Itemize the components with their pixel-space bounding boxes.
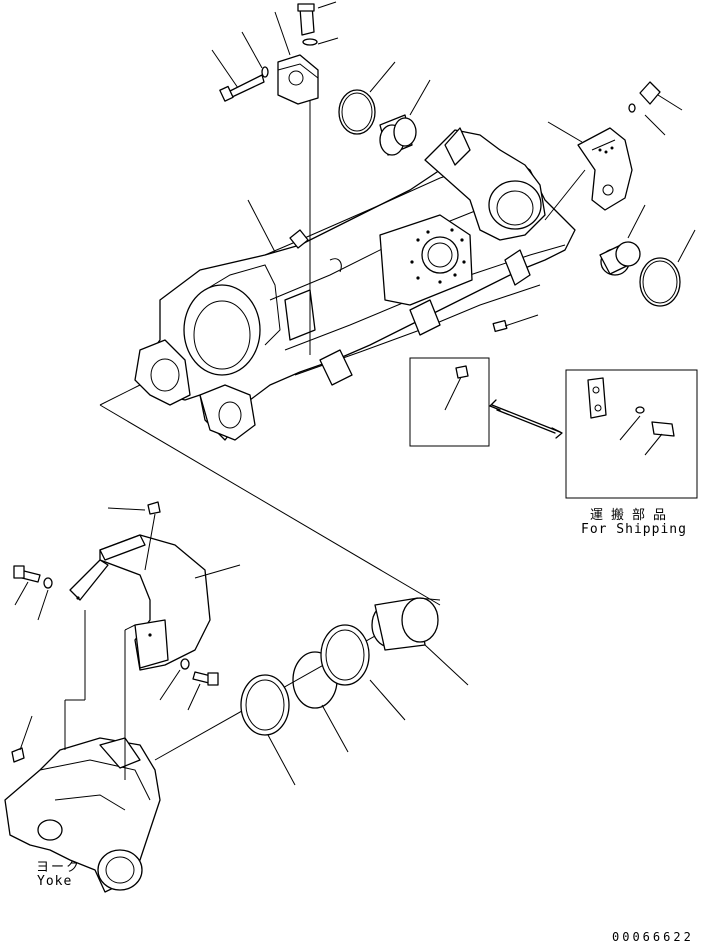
leader-lines-top	[99, 1, 696, 606]
side-bracket	[577, 81, 661, 211]
bracket-block	[219, 3, 319, 105]
yoke-body	[4, 604, 431, 893]
shipping-label-en: For Shipping	[581, 522, 687, 537]
bushing-right	[599, 241, 641, 276]
detail-box	[409, 357, 490, 447]
double-arrow-icon	[489, 399, 563, 439]
yoke-label-en: Yoke	[37, 874, 73, 889]
shipping-box	[565, 369, 698, 499]
seal-ring-1	[240, 674, 296, 786]
yoke-label-jp: ヨーク	[36, 860, 82, 875]
bushing-upper	[379, 114, 417, 156]
seal-ring-2	[320, 624, 406, 721]
ring-seal-right	[639, 257, 681, 307]
bolts-left	[13, 565, 219, 711]
figure-code: 00066622	[612, 930, 694, 944]
bushing-lower	[371, 597, 469, 686]
ring-seal-upper	[338, 89, 376, 135]
shipping-plate	[587, 377, 675, 456]
track-frame	[134, 127, 576, 441]
shipping-label-jp: 運搬部品	[590, 508, 675, 523]
detail-pin	[455, 365, 469, 379]
cover-plate	[69, 501, 241, 671]
